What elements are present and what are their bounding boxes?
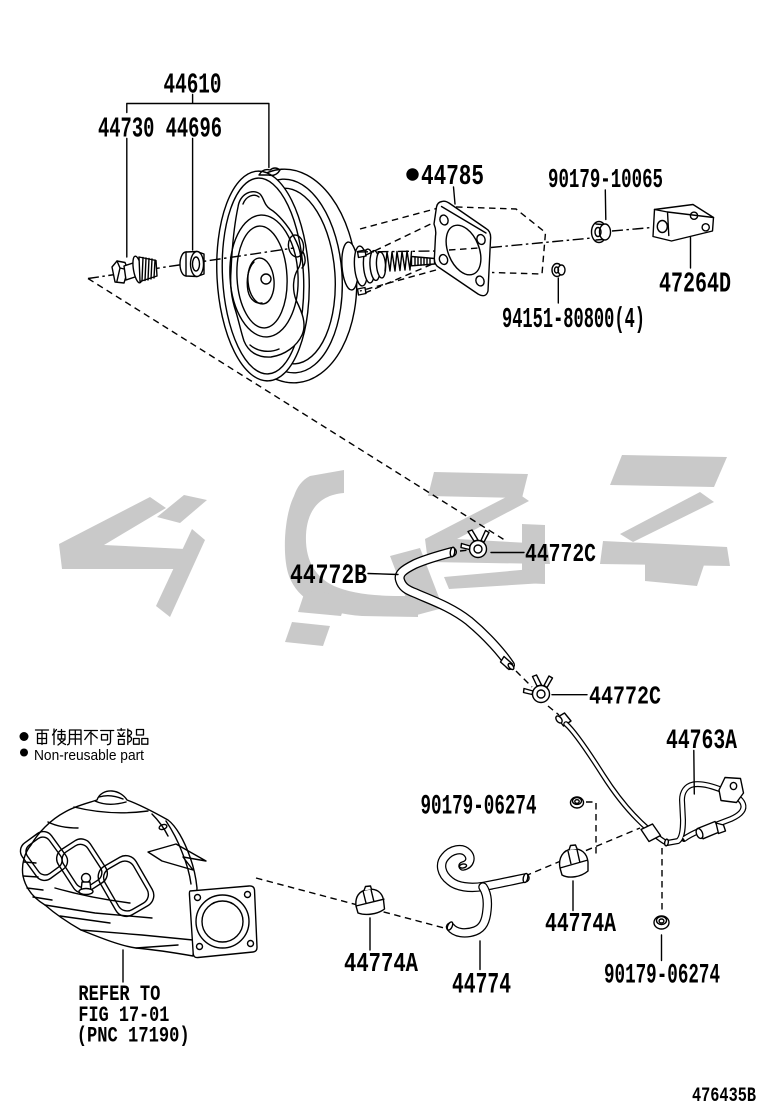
svg-text:REFER TO: REFER TO xyxy=(78,982,160,1007)
svg-text:44772C: 44772C xyxy=(525,539,596,569)
svg-text:90179-06274: 90179-06274 xyxy=(421,792,537,823)
svg-text:(PNC 17190): (PNC 17190) xyxy=(77,1024,190,1049)
svg-text:44774: 44774 xyxy=(452,969,511,1003)
svg-text:476435B: 476435B xyxy=(692,1085,756,1108)
svg-text:44610: 44610 xyxy=(164,69,222,102)
svg-text:44730 44696: 44730 44696 xyxy=(98,113,222,146)
svg-text:44772C: 44772C xyxy=(589,682,661,712)
svg-text:44763A: 44763A xyxy=(666,726,737,757)
svg-text:44772B: 44772B xyxy=(290,561,367,592)
svg-text:90179-10065: 90179-10065 xyxy=(548,166,663,196)
svg-text:90179-06274: 90179-06274 xyxy=(604,961,720,992)
svg-text:44785: 44785 xyxy=(421,160,484,193)
svg-text:94151-80800(4): 94151-80800(4) xyxy=(502,303,645,336)
svg-text:44774A: 44774A xyxy=(545,910,617,940)
svg-text:Non-reusable part: Non-reusable part xyxy=(34,748,144,764)
svg-text:FIG 17-01: FIG 17-01 xyxy=(78,1003,169,1028)
svg-text:47264D: 47264D xyxy=(659,268,731,301)
svg-text:44774A: 44774A xyxy=(344,950,419,980)
